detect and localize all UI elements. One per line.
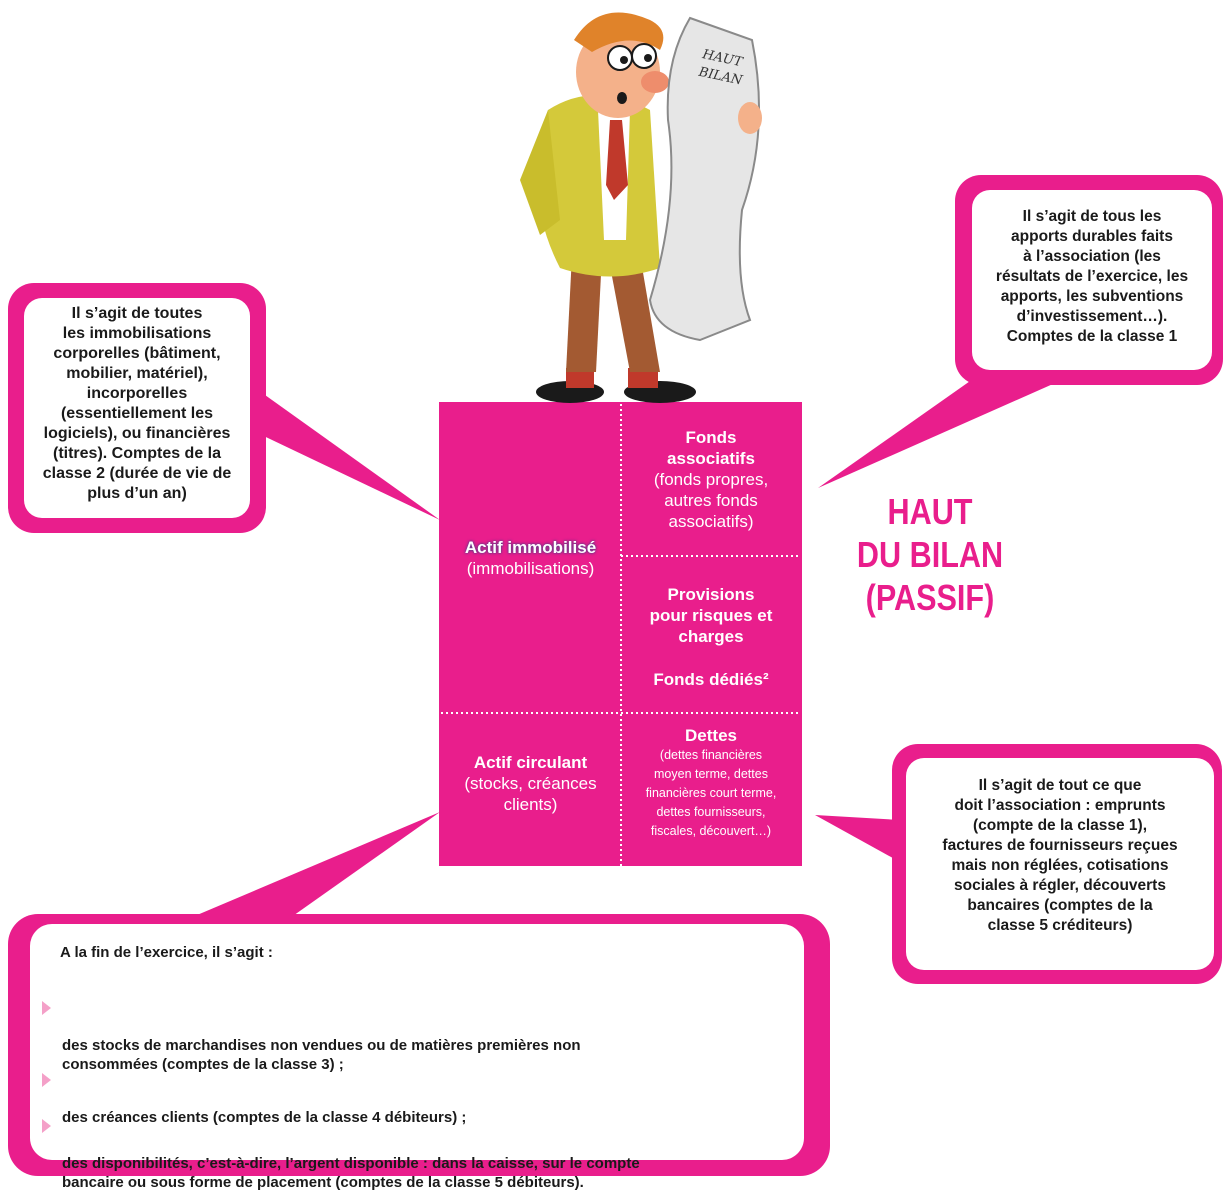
actif-circulant-title: Actif circulant [473,753,588,772]
provisions-title: Provisions pour risques et charges [649,585,773,646]
fonds-associatifs-subtitle: (fonds propres, autres fonds associatifs… [653,469,769,531]
bullet-triangle-icon [42,1119,51,1133]
callout-bottom-frame [8,812,830,1176]
bottom-bullet-2: des créances clients (comptes de la clas… [42,1070,782,1127]
bottom-bullet-3-text: des disponibilités, c’est-à-dire, l’arge… [62,1155,640,1191]
dettes-subtitle: (dettes financières moyen terme, dettes … [645,748,777,838]
cell-fonds-associatifs: Fonds associatifs (fonds propres, autres… [622,404,800,554]
bottom-bullet-2-text: des créances clients (comptes de la clas… [62,1109,467,1126]
fonds-associatifs-title: Fonds associatifs [667,427,755,468]
cell-actif-immobilise: Actif immobilisé (immobilisations) [441,404,620,712]
callout-top-right-frame [818,175,1223,488]
actif-immobilise-title: Actif immobilisé [464,538,597,557]
bottom-bullet-1: des stocks de marchandises non vendues o… [42,998,782,1074]
bilan-block [439,402,802,866]
haut-du-bilan-title: HAUT DU BILAN (PASSIF) [856,491,1004,618]
cell-provisions: Provisions pour risques et charges Fonds… [622,558,800,711]
bottom-intro: A la fin de l’exercice, il s’agit : [60,944,273,961]
callout-top-right-text: Il s’agit de tous les apports durables f… [995,208,1189,345]
bullet-triangle-icon [42,1001,51,1015]
actif-circulant-subtitle: (stocks, créances clients) [464,774,597,814]
fonds-dedies-label: Fonds dédiés² [653,670,769,689]
actif-immobilise-subtitle: (immobilisations) [466,559,595,578]
dettes-title: Dettes [685,726,737,745]
callout-left-frame [8,283,440,533]
accountant-figure-illustration [520,12,762,403]
bottom-bullet-3: des disponibilités, c’est-à-dire, l’arge… [42,1116,782,1192]
callout-left-text: Il s’agit de toutes les immobilisations … [42,305,232,502]
bullet-triangle-icon [42,1073,51,1087]
bottom-bullet-1-text: des stocks de marchandises non vendues o… [62,1037,581,1073]
callout-bottom-right-frame [815,744,1222,984]
cell-dettes: Dettes (dettes financières moyen terme, … [622,715,800,866]
cell-actif-circulant: Actif circulant (stocks, créances client… [441,715,620,866]
callout-bottom-right-text: Il s’agit de tout ce que doit l’associat… [942,777,1178,934]
